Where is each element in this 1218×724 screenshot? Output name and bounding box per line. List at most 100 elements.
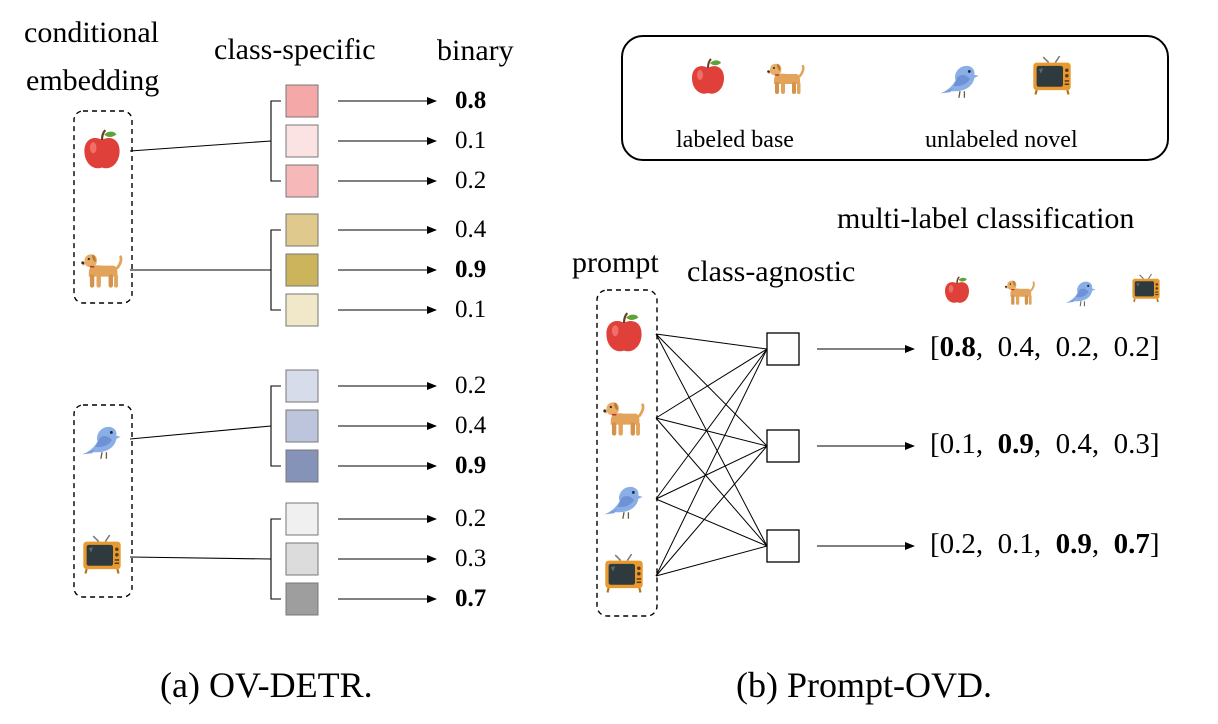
class-score: 0.8 xyxy=(939,331,976,363)
binary-score: 0.1 xyxy=(455,296,487,323)
bracket-close: ] xyxy=(1149,331,1160,363)
separator: , xyxy=(975,331,998,363)
class-specific-box xyxy=(285,542,319,576)
prompt-connection xyxy=(655,333,768,350)
class-score: 0.2 xyxy=(1113,331,1150,363)
binary-score: 0.9 xyxy=(455,256,487,283)
panel-a-icons xyxy=(80,129,123,575)
class-specific-box xyxy=(285,502,319,536)
binary-score: 0.2 xyxy=(455,167,487,194)
separator: , xyxy=(1091,428,1114,460)
prompt-connection xyxy=(655,545,768,577)
binary-score: 0.9 xyxy=(455,452,487,479)
class-score: 0.2 xyxy=(1055,331,1092,363)
bird-icon xyxy=(81,426,122,460)
binary-score: 0.4 xyxy=(455,412,487,439)
class-score: 0.9 xyxy=(997,428,1034,460)
panel-b-lines xyxy=(596,289,915,617)
heading-conditional: conditional xyxy=(24,16,159,49)
embedding-connector xyxy=(129,140,272,152)
prompt-container xyxy=(596,289,658,617)
separator: , xyxy=(1033,528,1056,560)
class-specific-box xyxy=(285,582,319,616)
heading-binary: binary xyxy=(437,34,514,67)
class-specific-box xyxy=(285,409,319,443)
group-bracket xyxy=(270,229,281,311)
tv-icon xyxy=(604,554,644,594)
bracket-open: [ xyxy=(930,428,940,460)
prompt-connection xyxy=(655,348,768,419)
bracket-close: ] xyxy=(1149,528,1160,560)
bird-icon xyxy=(603,486,644,520)
class-specific-box xyxy=(285,84,319,118)
conditional-embedding-container-top xyxy=(73,110,133,304)
prompt-connection xyxy=(655,445,768,577)
panel-a-boxes xyxy=(285,84,319,616)
group-bracket xyxy=(270,518,281,600)
bracket-open: [ xyxy=(930,331,940,363)
binary-score: 0.3 xyxy=(455,545,487,572)
prompt-connection xyxy=(655,348,768,577)
apple-icon xyxy=(83,129,121,170)
tv-icon xyxy=(1131,274,1161,303)
prompt-connection xyxy=(655,445,768,500)
class-specific-box xyxy=(285,213,319,247)
separator: , xyxy=(1091,528,1114,560)
heading-class-specific: class-specific xyxy=(214,33,376,66)
class-specific-box xyxy=(285,449,319,483)
prompt-connection xyxy=(655,348,768,500)
apple-icon xyxy=(605,312,643,353)
class-score: 0.2 xyxy=(939,528,976,560)
dog-icon xyxy=(1004,279,1035,306)
bracket-open: [ xyxy=(930,528,940,560)
dog-icon xyxy=(80,252,123,289)
class-specific-box xyxy=(285,124,319,158)
class-score: 0.4 xyxy=(997,331,1034,363)
bird-icon xyxy=(1065,281,1096,307)
bracket-close: ] xyxy=(1149,428,1160,460)
class-score: 0.3 xyxy=(1113,428,1150,460)
class-score: 0.4 xyxy=(1055,428,1092,460)
binary-score: 0.1 xyxy=(455,127,487,154)
class-specific-box xyxy=(285,293,319,327)
conditional-embedding-container-bottom xyxy=(73,404,133,598)
class-specific-box xyxy=(285,369,319,403)
class-score: 0.7 xyxy=(1113,528,1150,560)
prompt-connection xyxy=(655,417,768,547)
caption-a: (a) OV-DETR. xyxy=(160,665,373,705)
embedding-connector xyxy=(129,556,272,560)
multi-label-scores-row: [0.2, 0.1, 0.9, 0.7] xyxy=(930,530,1160,559)
caption-b: (b) Prompt-OVD. xyxy=(736,665,992,705)
binary-score: 0.7 xyxy=(455,585,487,612)
class-agnostic-box xyxy=(766,332,800,366)
class-specific-box xyxy=(285,253,319,287)
class-score: 0.1 xyxy=(997,528,1034,560)
heading-prompt: prompt xyxy=(572,246,659,279)
prompt-connection xyxy=(655,333,768,447)
legend-labeled-base: labeled base xyxy=(676,127,794,153)
prompt-connection xyxy=(655,498,768,547)
heading-class-agnostic: class-agnostic xyxy=(687,255,856,288)
separator: , xyxy=(1033,428,1056,460)
embedding-connector xyxy=(129,425,272,440)
separator: , xyxy=(975,528,998,560)
class-score: 0.9 xyxy=(1055,528,1092,560)
class-score: 0.1 xyxy=(939,428,976,460)
group-bracket xyxy=(270,100,281,182)
class-agnostic-box xyxy=(766,529,800,563)
tv-icon xyxy=(82,535,122,575)
legend-box xyxy=(621,35,1169,161)
legend-unlabeled-novel: unlabeled novel xyxy=(925,127,1078,153)
multi-label-scores-row: [0.1, 0.9, 0.4, 0.3] xyxy=(930,430,1160,459)
apple-icon xyxy=(944,276,970,304)
separator: , xyxy=(1033,331,1056,363)
binary-score: 0.8 xyxy=(455,87,487,114)
heading-embedding: embedding xyxy=(26,64,160,97)
separator: , xyxy=(975,428,998,460)
class-specific-box xyxy=(285,164,319,198)
prompt-connection xyxy=(655,333,768,547)
group-bracket xyxy=(270,385,281,467)
separator: , xyxy=(1091,331,1114,363)
binary-score: 0.2 xyxy=(455,372,487,399)
